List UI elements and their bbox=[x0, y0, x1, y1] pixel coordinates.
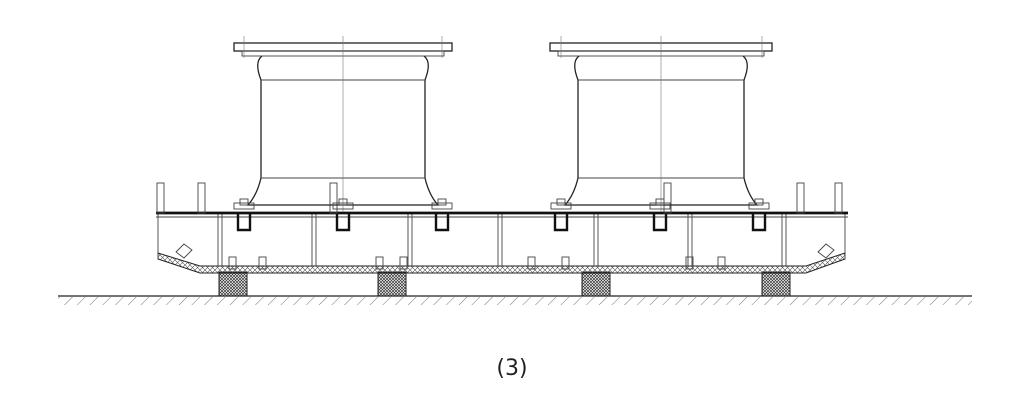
deck-posts bbox=[156, 182, 843, 214]
corner-lugs bbox=[175, 243, 835, 259]
skid-ribs bbox=[217, 214, 787, 266]
support-block bbox=[377, 271, 407, 297]
vessel-right bbox=[549, 36, 773, 212]
bolt-clamps bbox=[233, 198, 770, 232]
bolt-clamp bbox=[748, 198, 770, 232]
bolt-clamp bbox=[233, 198, 255, 232]
support-block bbox=[581, 271, 611, 297]
support-block bbox=[761, 271, 791, 297]
support-blocks bbox=[218, 271, 791, 297]
ground bbox=[58, 295, 972, 305]
bolt-clamp bbox=[431, 198, 453, 232]
bolt-clamp bbox=[649, 198, 671, 232]
bottom-clips bbox=[228, 256, 726, 270]
bolt-clamp bbox=[332, 198, 354, 232]
vessel-left bbox=[233, 36, 453, 212]
skid-bottom bbox=[157, 214, 846, 274]
deck-plate bbox=[156, 211, 848, 218]
bolt-clamp bbox=[550, 198, 572, 232]
support-block bbox=[218, 271, 248, 297]
figure-caption: (3) bbox=[496, 356, 528, 381]
